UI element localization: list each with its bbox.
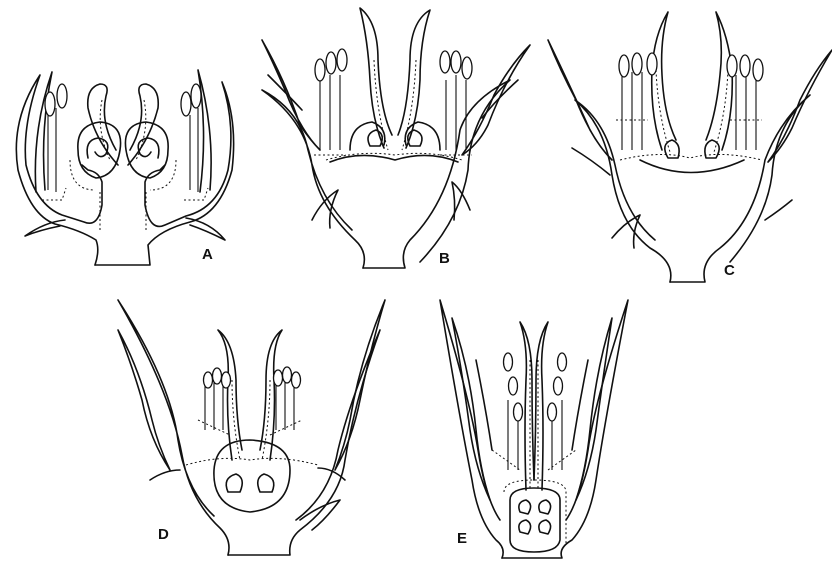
panel-e: E [440,300,628,558]
anther [191,84,201,108]
panel-label-a: A [202,246,213,263]
anther [504,353,513,371]
anther [727,55,737,77]
anther [548,403,557,421]
panel-c: C [548,12,832,282]
anther [222,372,231,388]
anther [57,84,67,108]
anther [462,57,472,79]
panel-b: B [262,8,530,268]
anther [45,92,55,116]
anther [440,51,450,73]
anther [315,59,325,81]
anther [337,49,347,71]
anther [181,92,191,116]
anther [514,403,523,421]
anther [283,367,292,383]
panel-e-flower-outline [440,300,628,558]
panel-d: D [118,300,385,555]
anther [326,52,336,74]
panel-label-e: E [457,530,467,547]
anther [632,53,642,75]
panel-label-c: C [724,262,735,279]
anther [740,55,750,77]
panel-d-flower-outline [118,300,385,555]
anther [647,53,657,75]
panel-a: A [16,70,233,265]
anther [558,353,567,371]
anther [451,51,461,73]
anther [753,59,763,81]
anther [619,55,629,77]
anther [274,370,283,386]
anther [292,372,301,388]
panel-label-b: B [439,250,450,267]
panel-b-flower-outline [262,8,530,268]
anther [213,368,222,384]
anther [204,372,213,388]
panel-c-flower-outline [548,12,832,282]
anther [509,377,518,395]
anther [554,377,563,395]
panel-label-d: D [158,526,169,543]
